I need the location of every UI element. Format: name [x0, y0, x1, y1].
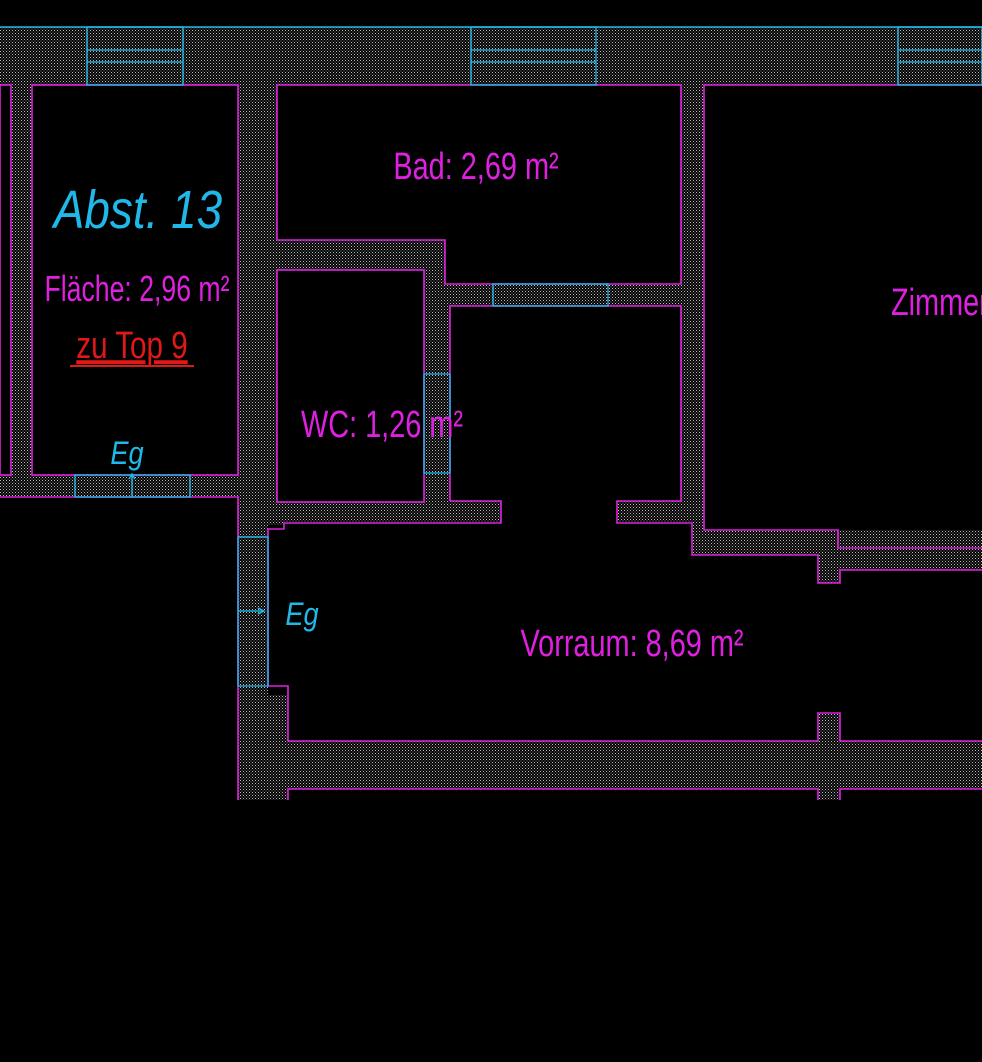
storage-door-label: Eg: [110, 436, 144, 472]
storage-room-area: Fläche: 2,96 m²: [44, 268, 229, 309]
hall-bottom-post: [818, 713, 840, 800]
bath-door: [492, 283, 609, 307]
left-room-sliver: [0, 85, 11, 475]
top-wall: [0, 27, 982, 85]
bathroom-label: Bad: 2,69 m²: [393, 145, 558, 188]
corridor-wall-right: [617, 500, 704, 525]
wc-door: [423, 373, 451, 474]
room-bottom-wall-2: [818, 548, 982, 570]
bath-bottom-wall: [277, 240, 445, 270]
walls: [0, 27, 982, 800]
hall-label: Vorraum: 8,69 m²: [520, 622, 743, 665]
storage-room-interior: [32, 85, 238, 475]
openings: [0, 26, 982, 687]
room-label: Zimmer: [891, 281, 982, 324]
room-bottom-wall-3: [818, 548, 840, 583]
middle-wall: [681, 85, 704, 555]
wc-interior: [277, 270, 424, 502]
window-2: [470, 26, 597, 86]
corridor-wall-left: [277, 500, 501, 525]
storage-room-title: Abst. 13: [51, 180, 222, 240]
hall-interior: [268, 522, 982, 741]
storage-bottom-wall: [0, 475, 277, 497]
window-3: [897, 26, 982, 86]
wc-label: WC: 1,26 m²: [301, 403, 463, 446]
window-1: [86, 26, 184, 86]
bathroom-outline: [276, 84, 682, 285]
corridor-gap: [501, 500, 617, 526]
zimmer-interior: [704, 85, 982, 530]
storage-right-wall: [238, 85, 277, 525]
bath-lower-wall: [445, 284, 682, 306]
storage-room-assignment: zu Top 9: [76, 325, 187, 367]
hall-bottom-wall: [238, 741, 982, 789]
anteroom-interior: [450, 306, 681, 501]
bathroom-interior: [277, 85, 681, 284]
entrance-label: Eg: [285, 597, 319, 633]
room-interiors: [0, 85, 982, 741]
